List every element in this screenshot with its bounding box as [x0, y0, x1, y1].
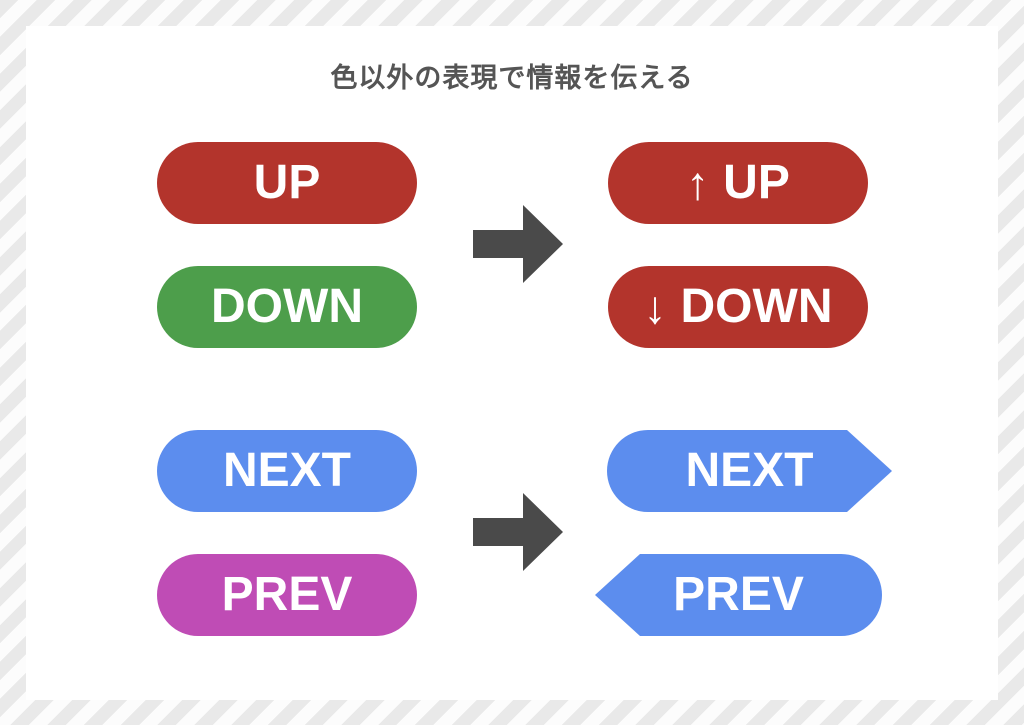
page-title: 色以外の表現で情報を伝える [330, 63, 694, 93]
before-up-button[interactable]: UP [157, 142, 417, 224]
after-next-button[interactable]: NEXT [607, 430, 892, 512]
transform-right-arrow-icon [473, 205, 563, 283]
before-prev-label: PREV [221, 568, 353, 621]
arrow-down-icon: ↓ [643, 281, 667, 333]
after-down-label: DOWN [680, 280, 833, 333]
before-next-label: NEXT [222, 444, 351, 497]
after-down-button[interactable]: ↓ DOWN [608, 266, 868, 348]
after-up-label: UP [723, 156, 790, 209]
before-up-label: UP [253, 156, 321, 209]
before-next-button[interactable]: NEXT [157, 430, 417, 512]
before-prev-button[interactable]: PREV [157, 554, 417, 636]
transform-right-arrow-icon [473, 493, 563, 571]
after-up-button[interactable]: ↑ UP [608, 142, 868, 224]
before-down-button[interactable]: DOWN [157, 266, 417, 348]
content-card: 色以外の表現で情報を伝える UP DOWN NEXT PREV ↑ UP ↓ D… [26, 26, 998, 700]
after-next-label: NEXT [685, 444, 814, 497]
after-prev-label: PREV [673, 568, 804, 621]
after-prev-button[interactable]: PREV [595, 554, 882, 636]
arrow-up-icon: ↑ [686, 157, 710, 209]
before-down-label: DOWN [211, 280, 363, 333]
